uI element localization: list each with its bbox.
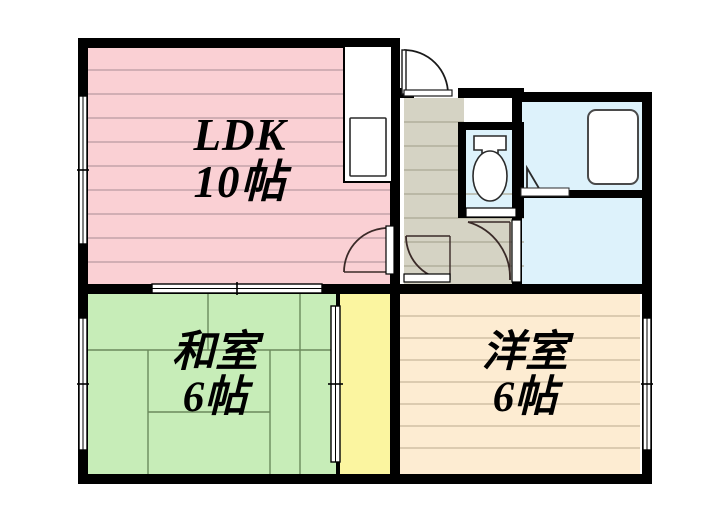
room-fill-closet	[340, 294, 390, 474]
kitchen-sink	[349, 117, 387, 177]
genkan-hall-door[interactable]	[403, 235, 451, 283]
toilet-bowl	[472, 135, 508, 202]
washitsu-closet-fusuma[interactable]	[328, 305, 343, 463]
ldk-hall-door[interactable]	[343, 225, 395, 275]
floor-lines-yoshitsu	[400, 315, 640, 449]
room-fill-genkan	[404, 98, 464, 186]
room-fill-ldk	[88, 46, 390, 288]
kitchen-counter	[343, 45, 393, 183]
room-fill-yoshitsu	[400, 294, 640, 474]
ldk-washitsu-fusuma[interactable]	[151, 282, 323, 295]
floor-lines-genkan	[404, 121, 524, 267]
washitsu-window-west	[77, 317, 89, 451]
bathtub	[587, 109, 639, 185]
washbasin-counter	[520, 187, 570, 197]
room-fill-washitsu	[88, 294, 336, 474]
floor-lines-ldk	[88, 69, 390, 263]
bath-hall-door[interactable]	[467, 219, 522, 283]
yoshitsu-window-east	[641, 317, 653, 451]
entrance-door[interactable]	[401, 49, 453, 97]
room-fill-washroom	[520, 198, 646, 284]
tatami-lines-washitsu	[88, 294, 336, 474]
toilet-door[interactable]	[465, 207, 517, 218]
ldk-window-west	[77, 95, 89, 245]
